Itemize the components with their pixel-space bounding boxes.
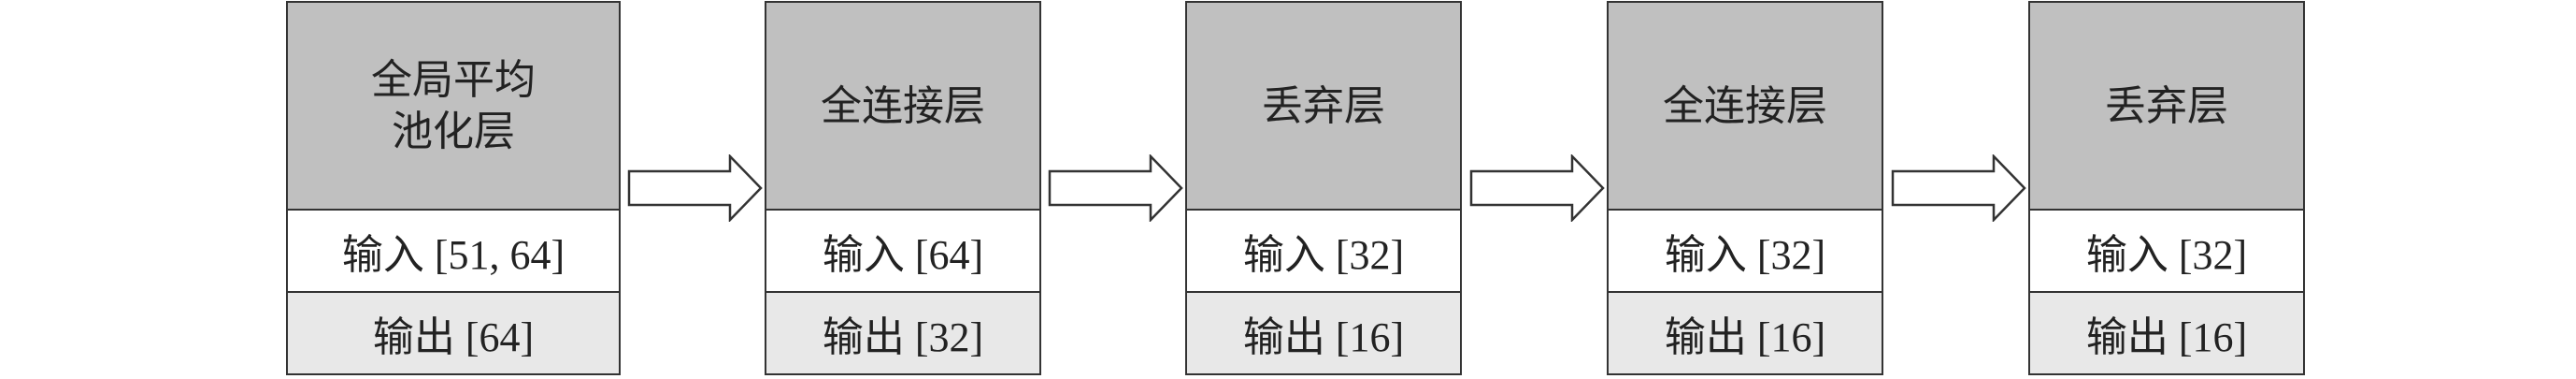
- layer-output-shape: 输出 [16]: [1609, 293, 1882, 373]
- layer-block-dense-2: 全连接层 输入 [32] 输出 [16]: [1607, 1, 1883, 375]
- layer-block-global-avg-pool: 全局平均 池化层 输入 [51, 64] 输出 [64]: [286, 1, 621, 375]
- layer-block-dropout-1: 丢弃层 输入 [32] 输出 [16]: [1185, 1, 1462, 375]
- layer-input-shape: 输入 [64]: [766, 211, 1039, 293]
- layer-block-dropout-2: 丢弃层 输入 [32] 输出 [16]: [2028, 1, 2305, 375]
- layer-block-dense-1: 全连接层 输入 [64] 输出 [32]: [765, 1, 1041, 375]
- layer-input-shape: 输入 [32]: [1609, 211, 1882, 293]
- flow-arrow-icon: [627, 154, 763, 222]
- layer-input-shape: 输入 [51, 64]: [288, 211, 619, 293]
- layer-output-shape: 输出 [32]: [766, 293, 1039, 373]
- layer-title: 全连接层: [766, 3, 1039, 211]
- flow-arrow-icon: [1891, 154, 2026, 222]
- layer-output-shape: 输出 [16]: [2030, 293, 2303, 373]
- flow-arrow-icon: [1469, 154, 1605, 222]
- layer-output-shape: 输出 [16]: [1187, 293, 1460, 373]
- layer-input-shape: 输入 [32]: [1187, 211, 1460, 293]
- layer-title: 全局平均 池化层: [288, 3, 619, 211]
- layer-title: 丢弃层: [1187, 3, 1460, 211]
- layer-title: 全连接层: [1609, 3, 1882, 211]
- flow-arrow-icon: [1048, 154, 1183, 222]
- layer-title: 丢弃层: [2030, 3, 2303, 211]
- layer-input-shape: 输入 [32]: [2030, 211, 2303, 293]
- layer-output-shape: 输出 [64]: [288, 293, 619, 373]
